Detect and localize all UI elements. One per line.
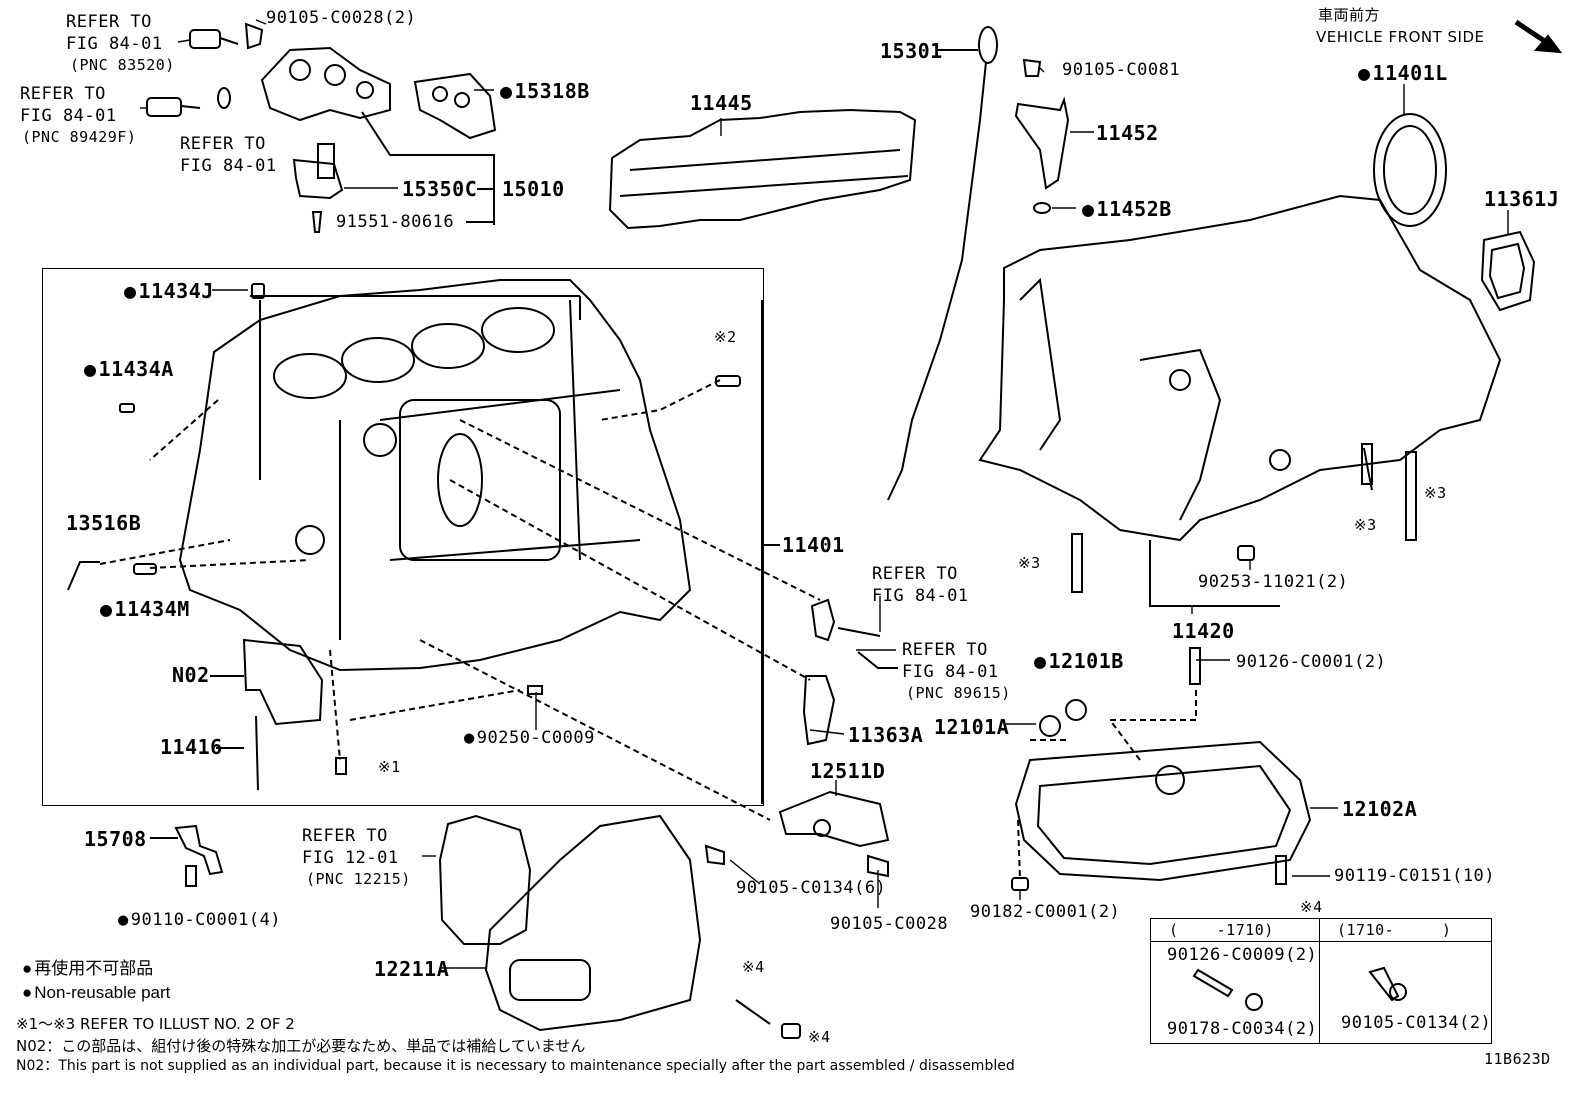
refer-knock-line1: REFER TO bbox=[872, 564, 958, 584]
part-11420: 11420 bbox=[1172, 619, 1235, 643]
note-n02-en: N02：This part is not supplied as an indi… bbox=[16, 1058, 1015, 1074]
refer-label-83520-line3: (PNC 83520) bbox=[70, 56, 175, 74]
refer-label-plain-line2: FIG 84-01 bbox=[180, 156, 277, 176]
part-90105-c0028-2: 90105-C0028(2) bbox=[266, 8, 417, 28]
oil-seal-11401l bbox=[1373, 113, 1447, 227]
part-11452: 11452 bbox=[1096, 121, 1159, 145]
part-11363a: 11363A bbox=[848, 723, 924, 747]
table-col2-bottom-part: 90105-C0134(2) bbox=[1341, 1013, 1492, 1033]
refer-label-89429f-line3: (PNC 89429F) bbox=[22, 128, 137, 146]
vehicle-front-en-label: VEHICLE FRONT SIDE bbox=[1316, 28, 1485, 46]
illustration-code: 11B623D bbox=[1484, 1050, 1551, 1068]
part-12101a: 12101A bbox=[934, 715, 1010, 739]
ref-mark-1: ※1 bbox=[378, 758, 401, 776]
ref-mark-3b: ※3 bbox=[1424, 484, 1447, 502]
refer-89615-line1: REFER TO bbox=[902, 640, 988, 660]
ref-mark-4a: ※4 bbox=[1300, 898, 1323, 916]
part-11416: 11416 bbox=[160, 735, 223, 759]
part-12211a: 12211A bbox=[374, 957, 450, 981]
table-col1-bottom-part: 90178-C0034(2) bbox=[1167, 1019, 1318, 1039]
part-90105-c0081: 90105-C0081 bbox=[1062, 60, 1181, 80]
ref-mark-3a: ※3 bbox=[1354, 516, 1377, 534]
part-90105-c0028: 90105-C0028 bbox=[830, 914, 949, 934]
ref-mark-2: ※2 bbox=[714, 328, 737, 346]
part-15318b: 15318B bbox=[500, 80, 590, 102]
timing-chain-cover bbox=[438, 814, 801, 1039]
refer-label-plain-line1: REFER TO bbox=[180, 134, 266, 154]
part-15010: 15010 bbox=[502, 177, 565, 201]
oil-dipstick bbox=[887, 26, 998, 501]
note-ref-illust: ※1～※3 REFER TO ILLUST NO. 2 OF 2 bbox=[16, 1015, 295, 1033]
gasket-11361j bbox=[1480, 230, 1536, 312]
refer-89615-line2: FIG 84-01 bbox=[902, 662, 999, 682]
part-15708: 15708 bbox=[84, 827, 147, 851]
part-15301: 15301 bbox=[880, 39, 943, 63]
cylinder-block-group-frame bbox=[42, 268, 764, 806]
table-col2-header: (1710- ) bbox=[1337, 921, 1452, 939]
part-12102a: 12102A bbox=[1342, 797, 1418, 821]
refer-89615-line3: (PNC 89615) bbox=[906, 684, 1011, 702]
oil-pan-upper bbox=[978, 194, 1502, 607]
ref-mark-3c: ※3 bbox=[1018, 554, 1041, 572]
part-91551-80616: 91551-80616 bbox=[336, 212, 455, 232]
refer-knock-line2: FIG 84-01 bbox=[872, 586, 969, 606]
refer-label-89429f-line1: REFER TO bbox=[20, 84, 106, 104]
refer-label-83520-line2: FIG 84-01 bbox=[66, 34, 163, 54]
part-90126-c0001: 90126-C0001(2) bbox=[1236, 652, 1387, 672]
part-90110-c0001: 90110-C0001(4) bbox=[118, 910, 281, 930]
cylinder-block bbox=[67, 279, 821, 821]
part-90250-c0009: 90250-C0009 bbox=[464, 728, 595, 748]
part-15350c: 15350C bbox=[402, 177, 478, 201]
part-11434a: 11434A bbox=[84, 358, 174, 380]
refer-label-89429f-line2: FIG 84-01 bbox=[20, 106, 117, 126]
ref-mark-4c: ※4 bbox=[808, 1028, 831, 1046]
part-90105-c0134-6: 90105-C0134(6) bbox=[736, 878, 887, 898]
part-11401: 11401 bbox=[782, 533, 845, 557]
variant-table: ( -1710) (1710- ) 90126-C0009(2) 90178-C… bbox=[1150, 918, 1492, 1044]
note-n02-jp: N02：この部品は、組付け後の特殊な加工が必要なため、単品では補給していません bbox=[16, 1037, 586, 1055]
water-jacket-spacer bbox=[608, 108, 917, 230]
part-90182-c0001: 90182-C0001(2) bbox=[970, 902, 1121, 922]
table-col1-header: ( -1710) bbox=[1169, 921, 1274, 939]
table-col1-top-part: 90126-C0009(2) bbox=[1167, 945, 1318, 965]
part-11361j: 11361J bbox=[1484, 187, 1560, 211]
part-90253-11021: 90253-11021(2) bbox=[1198, 572, 1349, 592]
part-12101b: 12101B bbox=[1034, 650, 1124, 672]
drain-plug-group bbox=[1030, 647, 1201, 761]
refer-12215-line2: FIG 12-01 bbox=[302, 848, 399, 868]
refer-12215-line1: REFER TO bbox=[302, 826, 388, 846]
legend-en: Non-reusable part bbox=[22, 982, 170, 1004]
part-11434j: 11434J bbox=[124, 280, 214, 302]
oil-pan-lower bbox=[1011, 740, 1312, 891]
refer-12215-line3: (PNC 12215) bbox=[306, 870, 411, 888]
knock-sensor-group bbox=[704, 598, 898, 878]
part-11452b: 11452B bbox=[1082, 198, 1172, 220]
legend-jp: 再使用不可部品 bbox=[22, 958, 153, 980]
vehicle-front-jp-label: 車両前方 bbox=[1318, 6, 1381, 24]
vehicle-front-arrow-icon bbox=[1514, 19, 1563, 54]
part-n02: N02 bbox=[172, 663, 210, 687]
refer-label-83520-line1: REFER TO bbox=[66, 12, 152, 32]
part-12511d: 12511D bbox=[810, 759, 886, 783]
ref-mark-4b: ※4 bbox=[742, 958, 765, 976]
part-11445: 11445 bbox=[690, 91, 753, 115]
part-13516b: 13516B bbox=[66, 511, 142, 535]
dipstick-guide bbox=[1014, 58, 1070, 214]
part-90119-c0151: 90119-C0151(10) bbox=[1334, 866, 1496, 886]
bracket-15708 bbox=[150, 824, 224, 887]
part-11434m: 11434M bbox=[100, 598, 190, 620]
oil-control-valve-group bbox=[146, 22, 497, 233]
part-11401l: 11401L bbox=[1358, 62, 1448, 84]
